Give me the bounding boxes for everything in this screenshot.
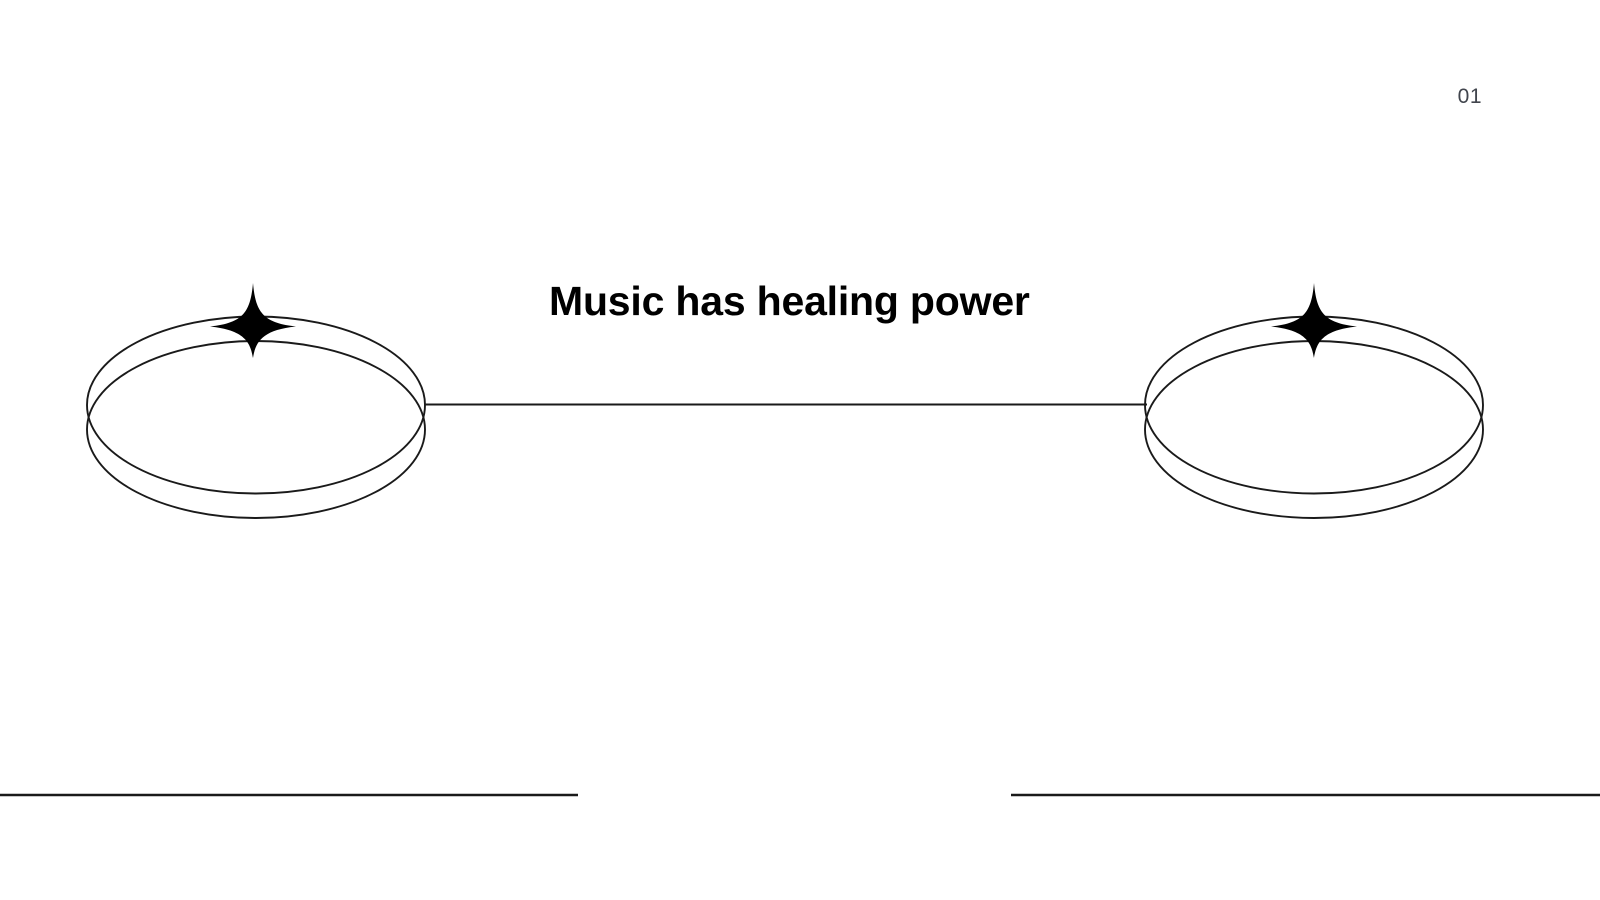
left-ring-lower-ellipse: [86, 340, 426, 519]
left-ring-graphic: [86, 283, 426, 519]
left-sparkle-icon: [210, 283, 296, 358]
right-ring-lower-ellipse: [1144, 340, 1484, 519]
page-title: Music has healing power: [549, 278, 1030, 324]
right-ring-graphic: [1144, 283, 1484, 519]
page-number: 01: [1457, 85, 1482, 108]
right-sparkle-icon: [1271, 283, 1357, 358]
